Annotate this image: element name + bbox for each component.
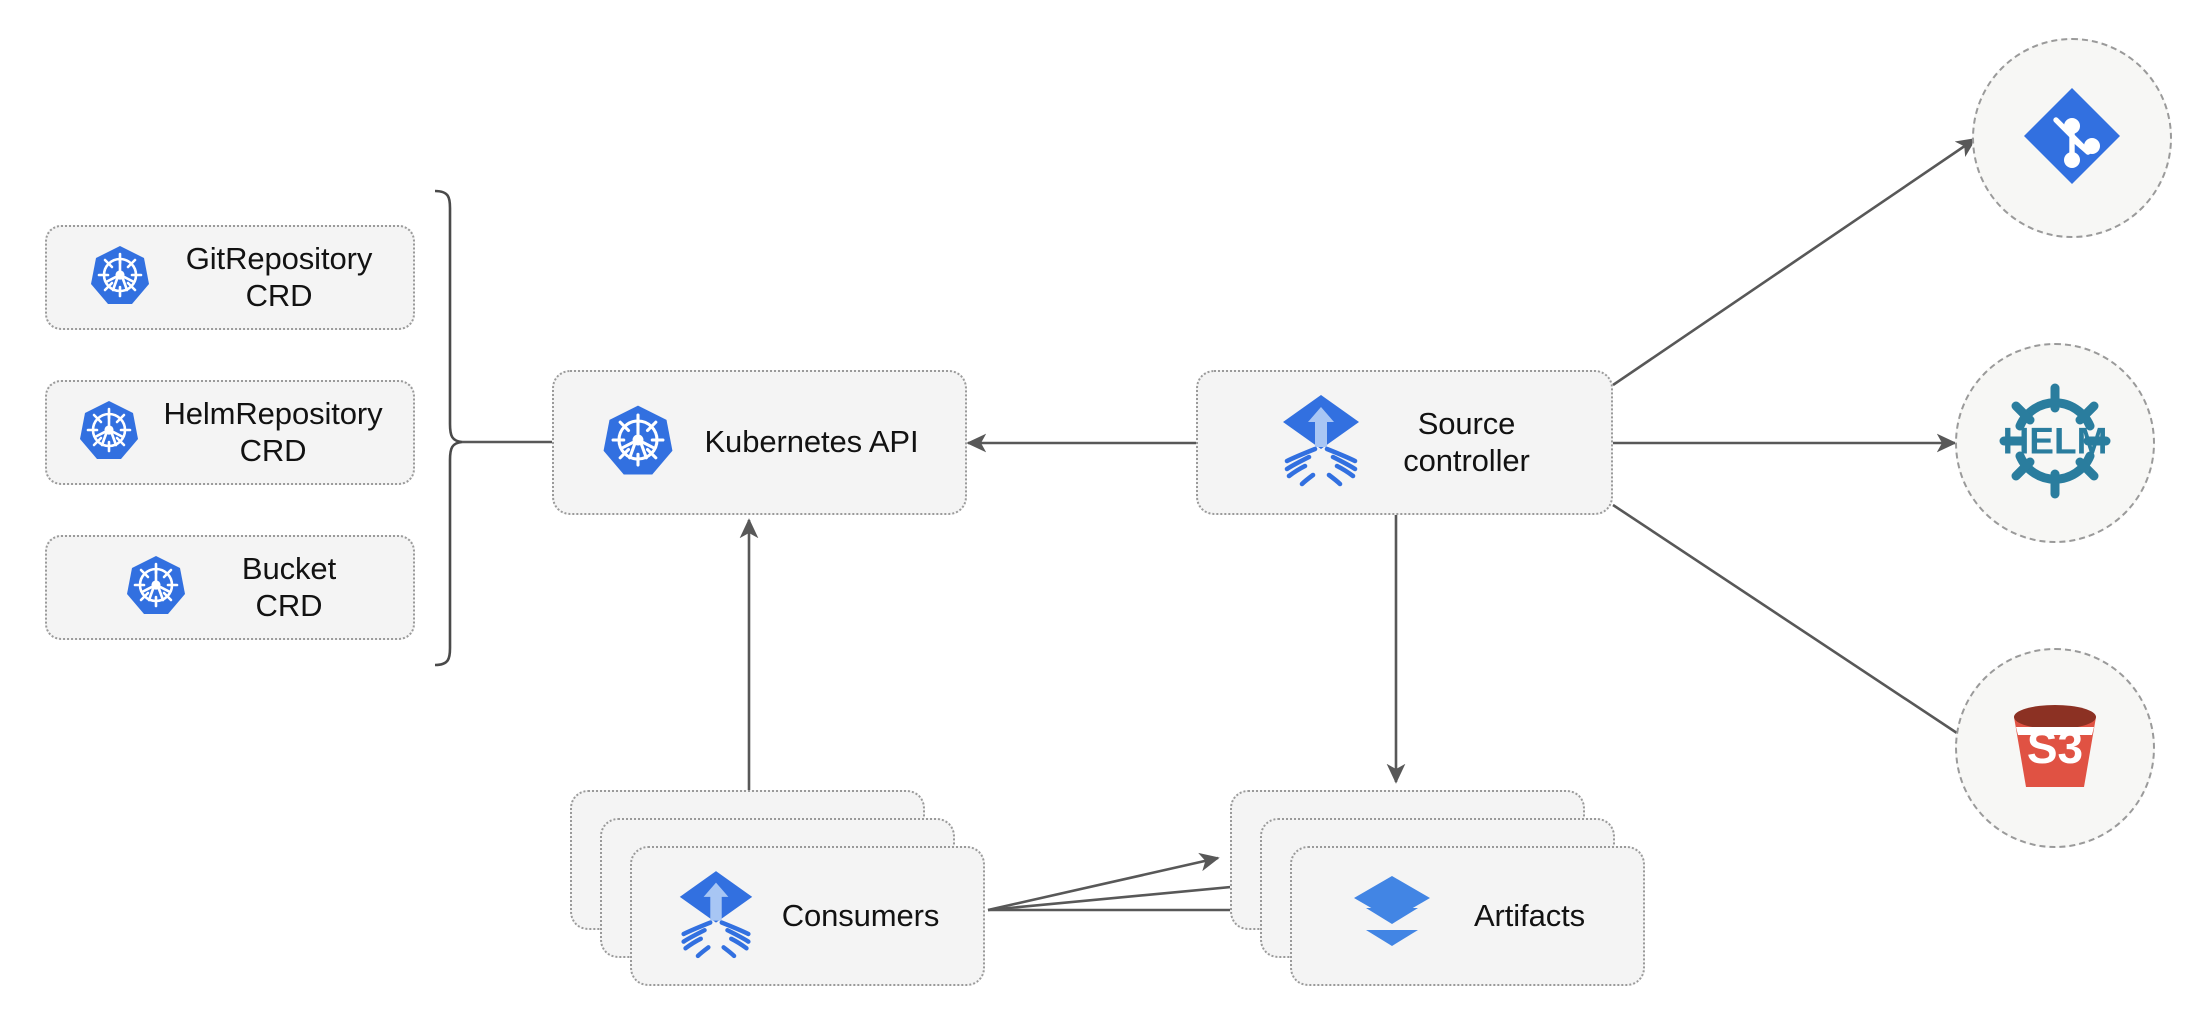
node-label: Consumers bbox=[781, 897, 940, 933]
edge-consumers-to-artifacts-1 bbox=[987, 852, 1220, 912]
node-consumers[interactable]: Consumers bbox=[630, 846, 985, 986]
node-kubernetes-api[interactable]: Kubernetes API bbox=[552, 370, 967, 515]
kubernetes-icon bbox=[600, 402, 676, 483]
endpoint-s3[interactable]: S3 bbox=[1955, 648, 2155, 848]
s3-icon: S3 bbox=[1996, 687, 2114, 810]
kubernetes-icon bbox=[124, 553, 188, 622]
kubernetes-icon bbox=[88, 243, 152, 312]
node-label: Source controller bbox=[1403, 405, 1530, 478]
edge-source-to-git bbox=[1612, 137, 1977, 387]
edge-source-to-s3 bbox=[1612, 503, 1977, 747]
endpoint-helm[interactable]: HELM bbox=[1955, 343, 2155, 543]
flux-icon bbox=[1279, 391, 1363, 494]
flux-icon bbox=[676, 867, 756, 966]
kubernetes-icon bbox=[77, 398, 141, 467]
node-label: Kubernetes API bbox=[704, 424, 919, 460]
node-label: Artifacts bbox=[1473, 897, 1586, 933]
node-source-controller[interactable]: Source controller bbox=[1196, 370, 1613, 515]
node-label: GitRepository CRD bbox=[185, 240, 373, 313]
node-bucket-crd[interactable]: Bucket CRD bbox=[45, 535, 415, 640]
git-icon bbox=[2018, 82, 2126, 195]
layers-icon bbox=[1350, 872, 1434, 961]
node-helmrepository-crd[interactable]: HelmRepository CRD bbox=[45, 380, 415, 485]
s3-wordmark: S3 bbox=[2027, 721, 2083, 773]
edge-consumers-to-artifacts-2 bbox=[987, 877, 1254, 912]
node-label: HelmRepository CRD bbox=[163, 395, 383, 468]
endpoint-git[interactable] bbox=[1972, 38, 2172, 238]
helm-wordmark: HELM bbox=[2003, 420, 2108, 461]
node-gitrepository-crd[interactable]: GitRepository CRD bbox=[45, 225, 415, 330]
node-artifacts[interactable]: Artifacts bbox=[1290, 846, 1645, 986]
helm-icon: HELM bbox=[1992, 378, 2118, 509]
node-label: Bucket CRD bbox=[241, 550, 337, 623]
